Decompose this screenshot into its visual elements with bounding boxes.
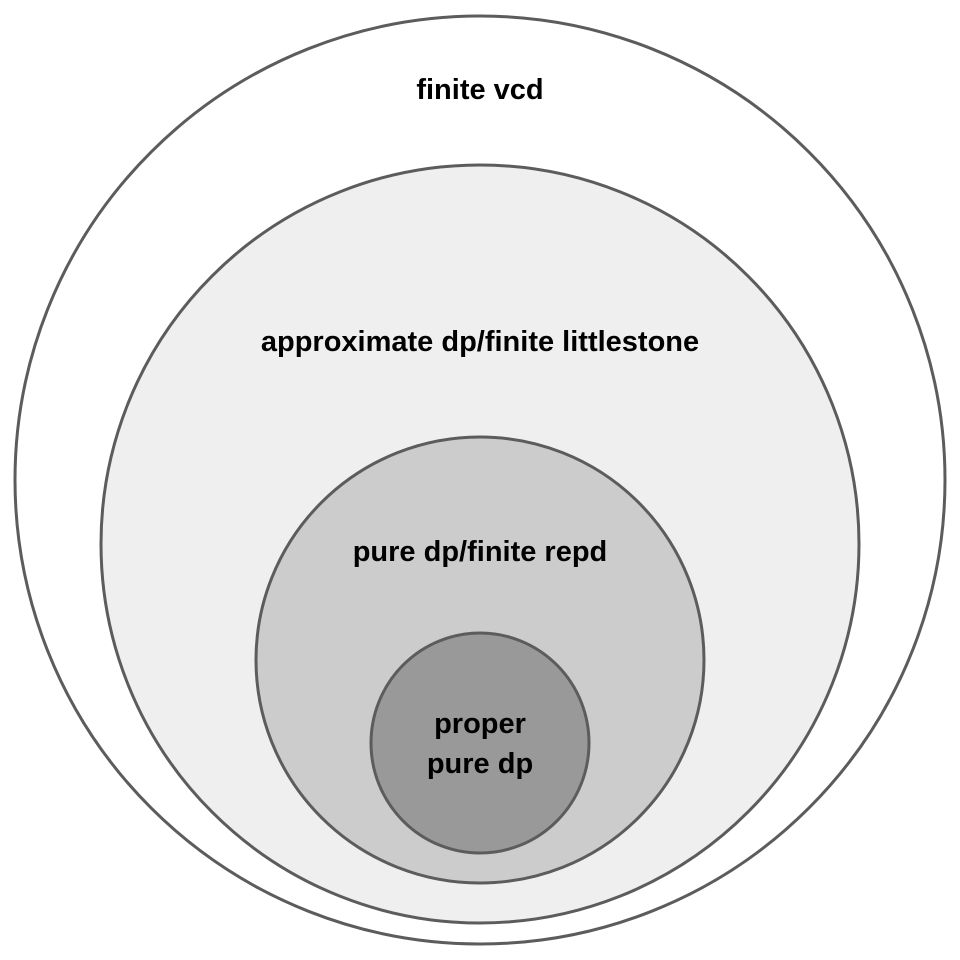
label-proper-line-2: pure dp — [427, 748, 533, 780]
label-finite-vcd: finite vcd — [416, 74, 543, 106]
label-pure-dp: pure dp/finite repd — [353, 536, 608, 568]
set-proper-pure-dp — [369, 631, 591, 855]
label-approximate-dp: approximate dp/finite littlestone — [261, 326, 699, 358]
label-proper-line-1: proper — [434, 708, 526, 740]
